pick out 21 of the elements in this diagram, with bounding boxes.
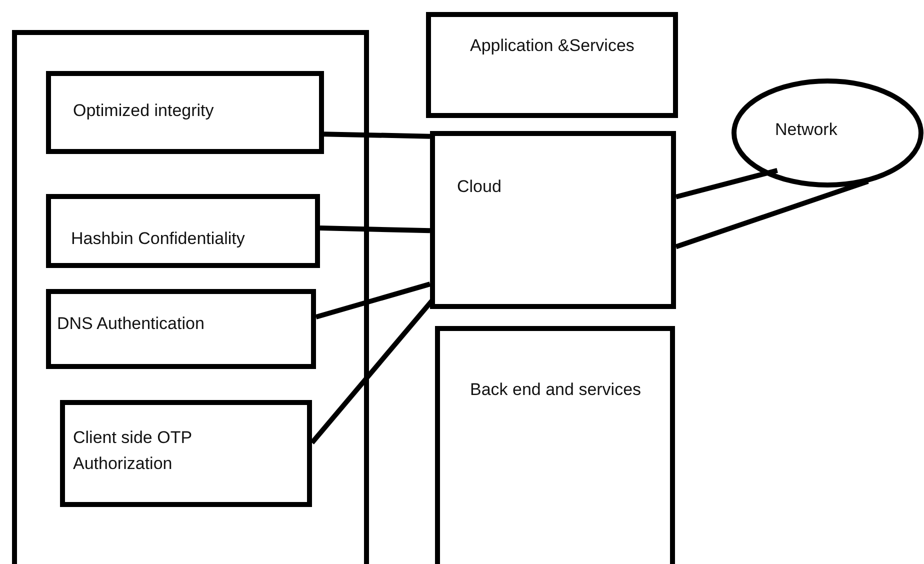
ellipse-node [731, 78, 924, 188]
node-label: Network [775, 119, 838, 141]
connector-line [315, 282, 431, 320]
process-box [46, 71, 324, 154]
node-label: Application &Services [470, 35, 636, 57]
node-label: Optimized integrity [73, 100, 215, 122]
process-box [46, 194, 320, 268]
node-label: DNS Authentication [57, 313, 206, 335]
node-label: Cloud [457, 176, 502, 198]
connector-line [320, 226, 430, 234]
process-box [46, 289, 316, 369]
process-box [426, 12, 678, 118]
container-box [12, 30, 369, 564]
node-label: Back end and services [470, 379, 642, 401]
connector-line [675, 168, 778, 200]
process-box [430, 131, 676, 309]
node-label: Hashbin Confidentiality [71, 228, 246, 250]
process-box [60, 400, 312, 507]
connector-line [324, 132, 430, 139]
node-label: Client side OTP Authorization [73, 427, 193, 475]
process-box [435, 326, 675, 564]
